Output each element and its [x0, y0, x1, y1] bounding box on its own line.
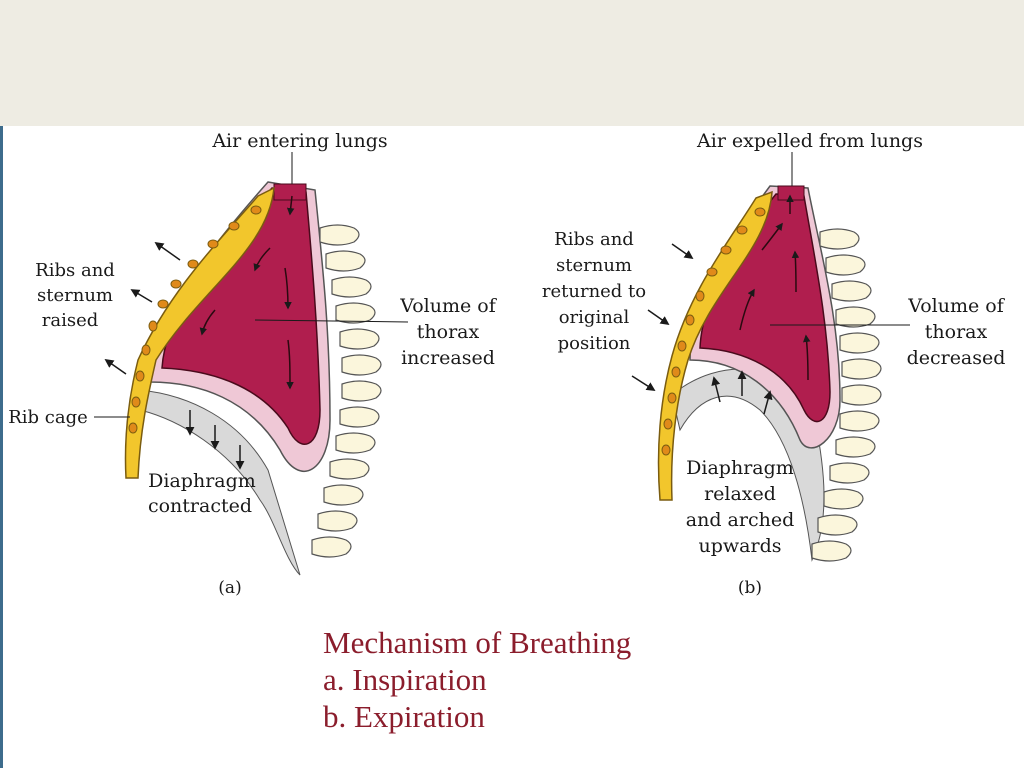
panel-b-ribs-label-4: original [559, 307, 630, 328]
panel-b-external-arrows [631, 243, 773, 415]
panel-b-labels: Air expelled from lungs Ribs and sternum… [542, 130, 1006, 598]
panel-b-trachea [777, 185, 805, 201]
panel-a-leader-lines [94, 152, 409, 418]
caption-line-expiration: b. Expiration [323, 699, 485, 734]
panel-b-spine [811, 228, 882, 562]
panel-a-rib-cage-label: Rib cage [8, 407, 88, 428]
panel-a-inspiration [94, 152, 409, 576]
panel-a-volume-label-3: increased [401, 347, 495, 369]
panel-a-volume-label-2: thorax [417, 321, 480, 343]
panel-b-diaphragm-label-2: relaxed [704, 483, 776, 505]
panel-b-ribs-label-2: sternum [556, 255, 632, 276]
panel-a-ribs-label-1: Ribs and [35, 260, 115, 281]
caption-title: Mechanism of Breathing [323, 625, 632, 660]
panel-b-top-label: Air expelled from lungs [696, 130, 923, 152]
panel-a-tag: (a) [218, 578, 241, 598]
panel-b-ribs-label-3: returned to [542, 281, 646, 302]
panel-b-expiration [631, 152, 910, 562]
panel-b-rib-segments [661, 207, 766, 456]
panel-a-rib-segments [128, 205, 262, 434]
panel-a-rib-cage [124, 186, 275, 479]
header-band [0, 0, 1024, 126]
panel-b-airflow-arrows [739, 194, 811, 381]
panel-a-external-arrows [104, 241, 245, 470]
panel-a-spine [311, 224, 382, 558]
panel-a-diaphragm-label-1: Diaphragm [148, 470, 256, 492]
panel-b-diaphragm-label-4: upwards [699, 535, 782, 557]
panel-b-diaphragm-label-3: and arched [686, 509, 794, 531]
panel-a-diaphragm-label-2: contracted [148, 495, 252, 517]
panel-a-volume-label-1: Volume of [399, 295, 497, 317]
panel-a-ribs-label-2: sternum [37, 285, 113, 306]
panel-b-diaphragm-label-1: Diaphragm [686, 457, 794, 479]
panel-a-ribs-label-3: raised [42, 310, 99, 331]
panel-b-volume-label-1: Volume of [907, 295, 1005, 317]
panel-a-top-label: Air entering lungs [211, 130, 387, 152]
caption-line-inspiration: a. Inspiration [323, 662, 487, 697]
caption-block: Mechanism of Breathing a. Inspiration b.… [323, 624, 631, 735]
panel-a-trachea [273, 183, 307, 201]
panel-b-volume-label-2: thorax [925, 321, 988, 343]
slide-edge-rule [0, 126, 3, 768]
panel-b-ribs-label-1: Ribs and [554, 229, 634, 250]
panel-b-leader-lines [770, 152, 910, 326]
panel-a-airflow-arrows [199, 195, 295, 390]
panel-b-volume-label-3: decreased [907, 347, 1006, 369]
panel-a-labels: Air entering lungs Ribs and sternum rais… [8, 130, 497, 598]
panel-b-tag: (b) [738, 578, 762, 598]
panel-b-ribs-label-5: position [558, 333, 631, 354]
